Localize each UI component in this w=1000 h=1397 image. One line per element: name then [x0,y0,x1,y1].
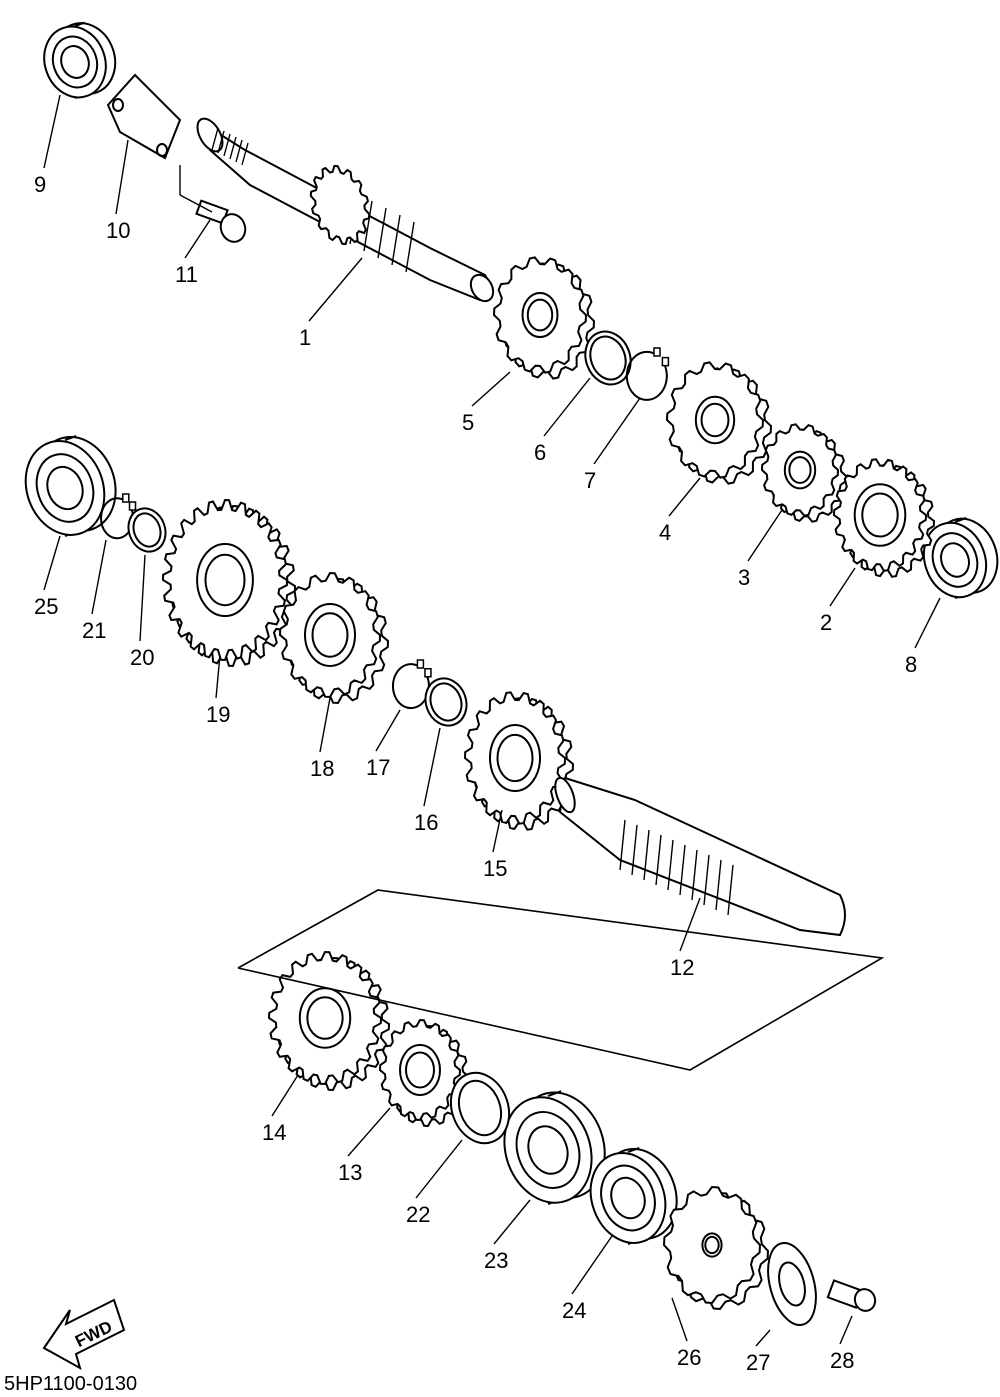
callout-label-28: 28 [830,1348,854,1373]
callout-label-8: 8 [905,652,917,677]
bolt-28 [828,1280,878,1313]
gear-18 [280,573,388,703]
collar-22 [441,1065,518,1152]
leader-line-16 [423,727,441,807]
gear-3 [762,424,846,521]
drive-axle [551,775,845,935]
bearing-9 [34,14,124,106]
callout-label-20: 20 [130,645,154,670]
gear-5 [494,257,594,378]
sprocket-26 [664,1187,768,1309]
bearing-24 [578,1138,688,1253]
leader-line-18 [319,697,331,753]
bearing-8 [914,510,1000,606]
diagram-code: 5HP1100-0130 [4,1373,137,1395]
gear-15 [465,692,573,829]
callout-label-14: 14 [262,1120,286,1145]
callout-label-4: 4 [659,520,671,545]
leader-line-10 [115,139,129,215]
fwd-arrow-icon: FWD [42,1298,126,1371]
leader-line-27 [755,1329,771,1347]
callout-label-13: 13 [338,1160,362,1185]
callout-label-16: 16 [414,810,438,835]
leader-line-11 [184,219,211,259]
leader-line-24 [571,1235,613,1295]
leader-line-12 [679,897,701,952]
leader-line-7 [593,397,641,465]
leader-line-19 [215,654,221,699]
callout-label-22: 22 [406,1202,430,1227]
callout-label-25: 25 [34,594,58,619]
callout-label-23: 23 [484,1248,508,1273]
callout-label-7: 7 [584,468,596,493]
callout-label-10: 10 [106,218,130,243]
callout-label-17: 17 [366,755,390,780]
leader-line-3 [747,509,783,562]
leader-line-4 [668,477,701,517]
leader-line-5 [471,371,511,407]
callout-label-2: 2 [820,610,832,635]
washer-16 [419,673,473,732]
inset-box [237,889,885,1071]
leader-line-13 [347,1107,391,1157]
leader-line-6 [543,377,591,437]
callout-label-3: 3 [738,565,750,590]
callout-label-24: 24 [562,1298,586,1323]
washer-6 [578,325,638,391]
callout-label-19: 19 [206,702,230,727]
callout-label-12: 12 [670,955,694,980]
callout-label-27: 27 [746,1350,770,1375]
gear-4 [667,362,771,483]
leader-line-15 [492,809,503,853]
leader-line-28 [839,1315,853,1345]
leader-line-2 [829,567,856,607]
leader-line-20 [139,554,146,642]
callout-label-11: 11 [175,262,198,287]
leader-line-22 [415,1139,463,1199]
callout-label-5: 5 [462,410,474,435]
leader-line-1 [308,257,363,322]
callout-label-26: 26 [677,1345,701,1370]
leader-line-9 [43,94,61,169]
leader-line-17 [375,709,401,752]
circlip-7 [627,348,669,400]
gear-2 [834,459,934,577]
stopper-plate-10 [108,75,180,158]
main-axle [192,114,497,305]
bearing-25 [13,426,129,546]
bearing-23 [490,1080,619,1215]
leader-line-8 [914,597,941,649]
callout-label-15: 15 [483,856,507,881]
lock-washer-27 [760,1238,824,1331]
leader-line-26 [671,1297,688,1342]
callout-label-1: 1 [299,325,311,350]
gear-14 [269,952,389,1090]
leader-line-14 [271,1074,299,1117]
callout-label-9: 9 [34,172,46,197]
leader-line-21 [91,539,107,615]
callout-label-21: 21 [82,618,106,643]
screw-11 [180,165,249,245]
callout-label-18: 18 [310,756,334,781]
leader-line-23 [493,1199,531,1245]
washer-20 [123,503,172,557]
leader-line-25 [43,535,61,591]
gear-19 [163,500,295,666]
callout-label-6: 6 [534,440,546,465]
gear-13 [380,1020,468,1126]
